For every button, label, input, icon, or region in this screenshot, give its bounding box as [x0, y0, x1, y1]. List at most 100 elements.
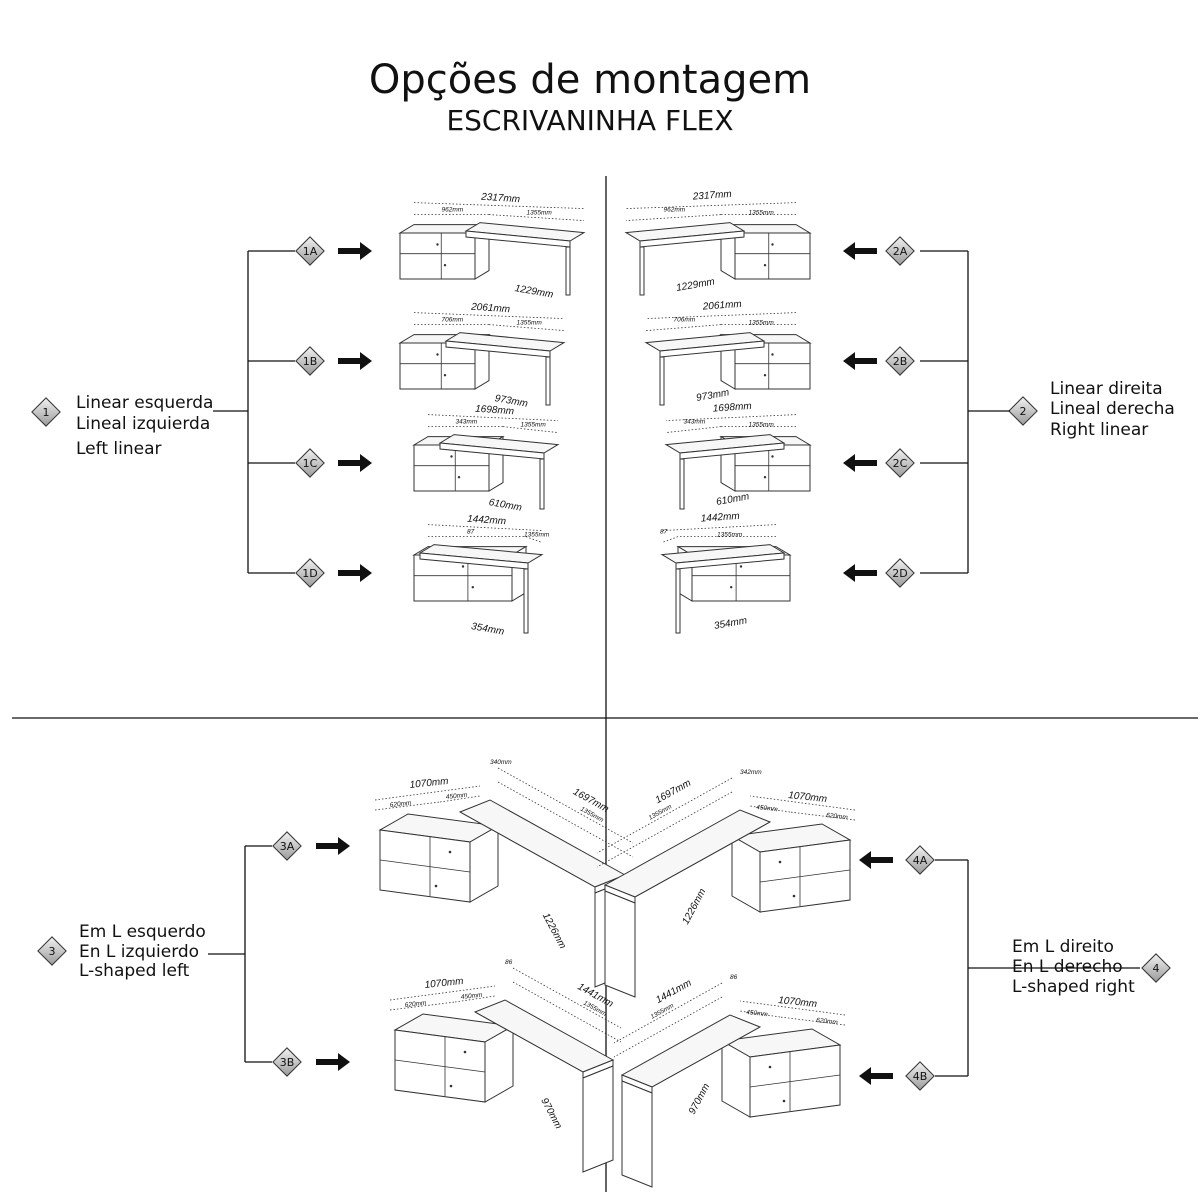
dim-leg-3A: 1226mm — [540, 911, 568, 951]
dim-cabinet-2B: 706mm — [674, 317, 696, 324]
desk-illustration-1A: 2317mm 962mm 1355mm 1229mm — [398, 192, 586, 301]
dim-450-4B: 450mm — [746, 1009, 769, 1018]
dim-620-3B: 620mm — [404, 1000, 427, 1009]
dim-cabinet-4B: 1070mm — [778, 995, 818, 1010]
option-4-badge: 4 — [1141, 953, 1171, 983]
variant-badge-2B: 2B — [885, 346, 915, 376]
dim-top-1A: 1355mm — [527, 210, 553, 217]
variant-group: 1A 2317mm 962mm 1355mm 1229mm 1B 2061mm 706mm 13… — [272, 189, 935, 1188]
dim-total-1C: 1698mm — [475, 404, 515, 418]
option-2-label-es: Lineal derecha — [1050, 399, 1175, 419]
dim-620-3A: 620mm — [389, 800, 412, 809]
dim-leg-2D: 354mm — [713, 615, 748, 632]
arrow-2D — [843, 564, 877, 582]
option-4: 4 Em L direito En L derecho L-shaped rig… — [935, 859, 1171, 1077]
option-2: 2 Linear direita Lineal derecha Right li… — [920, 250, 1175, 574]
variant-badge-4A: 4A — [905, 845, 935, 875]
dim-cabinet-2D: 87 — [660, 529, 668, 536]
dim-620-4A: 620mm — [826, 812, 849, 821]
dim-cabinet-2C: 343mm — [684, 419, 706, 426]
page-title: Opções de montagem — [369, 57, 811, 103]
dim-total-1D: 1442mm — [467, 514, 507, 528]
svg-text:4: 4 — [1153, 962, 1160, 975]
dim-total-2C: 1698mm — [712, 401, 752, 415]
option-3-label-es: En L izquierdo — [79, 942, 199, 962]
svg-text:3A: 3A — [280, 840, 295, 853]
svg-text:4B: 4B — [913, 1070, 928, 1083]
svg-text:1C: 1C — [303, 457, 318, 470]
dim-leg-2B: 973mm — [695, 387, 730, 404]
dim-extra-4B: 86 — [730, 974, 738, 981]
dim-top-4B: 1355mm — [650, 1002, 676, 1021]
option-4-label-pt: Em L direito — [1012, 937, 1114, 957]
option-1-label-en: Left linear — [76, 439, 161, 459]
variant-badge-1B: 1B — [295, 346, 325, 376]
dim-cabinet-1A: 962mm — [442, 207, 464, 214]
svg-text:1B: 1B — [303, 355, 318, 368]
arrow-4A — [859, 851, 893, 869]
dim-total-2A: 2317mm — [691, 189, 732, 203]
variant-badge-2A: 2A — [885, 236, 915, 266]
dim-620-4B: 620mm — [816, 1017, 839, 1026]
svg-text:3: 3 — [49, 945, 56, 958]
dim-leg-1D: 354mm — [470, 621, 505, 638]
svg-text:2C: 2C — [893, 457, 908, 470]
svg-text:2A: 2A — [893, 245, 908, 258]
dim-leg-1A: 1229mm — [514, 283, 554, 301]
option-1-label-pt: Linear esquerda — [76, 393, 213, 413]
arrow-1A — [338, 242, 372, 260]
arrow-3B — [316, 1053, 350, 1071]
dim-total-1A: 2317mm — [480, 192, 521, 206]
svg-text:2: 2 — [1020, 405, 1027, 418]
variant-badge-2D: 2D — [885, 558, 915, 588]
svg-text:3B: 3B — [280, 1056, 295, 1069]
arrow-4B — [859, 1067, 893, 1085]
variant-badge-1C: 1C — [295, 448, 325, 478]
svg-text:1A: 1A — [303, 245, 318, 258]
option-2-label-pt: Linear direita — [1050, 379, 1163, 399]
option-4-label-en: L-shaped right — [1012, 977, 1135, 997]
arrow-1B — [338, 352, 372, 370]
arrow-1D — [338, 564, 372, 582]
dim-cabinet-3A: 1070mm — [409, 776, 449, 791]
arrow-3A — [316, 837, 350, 855]
variant-badge-3A: 3A — [272, 831, 302, 861]
variant-badge-1A: 1A — [295, 236, 325, 266]
dim-total-2D: 1442mm — [700, 511, 740, 525]
dim-cabinet-1C: 343mm — [456, 419, 478, 426]
variant-badge-2C: 2C — [885, 448, 915, 478]
dim-leg-4A: 1226mm — [680, 887, 708, 927]
dim-extra-4A: 342mm — [740, 769, 762, 776]
desk-illustration-2A: 2317mm 962mm 1355mm 1229mm — [624, 189, 812, 296]
dim-total-2B: 2061mm — [701, 299, 742, 313]
dim-leg-2A: 1229mm — [675, 276, 715, 294]
dim-cabinet-3B: 1070mm — [424, 976, 464, 991]
page-subtitle: ESCRIVANINHA FLEX — [446, 104, 733, 137]
option-2-label-en: Right linear — [1050, 420, 1148, 440]
dim-cabinet-1B: 706mm — [442, 317, 464, 324]
dim-length-4A: 1697mm — [654, 778, 693, 806]
dim-leg-2C: 610mm — [715, 491, 750, 508]
dim-cabinet-2A: 962mm — [664, 207, 686, 214]
option-1-label-es: Lineal izquierda — [76, 414, 210, 434]
dim-top-2A: 1355mm — [749, 210, 775, 217]
dim-cabinet-4A: 1070mm — [788, 790, 828, 805]
option-3-badge: 3 — [37, 936, 67, 966]
svg-text:1D: 1D — [302, 567, 317, 580]
option-1-badge: 1 — [31, 397, 61, 427]
dim-cabinet-1D: 87 — [467, 529, 475, 536]
dim-top-1B: 1355mm — [517, 320, 543, 327]
dim-extra-3B: 86 — [505, 959, 513, 966]
option-1: 1 Linear esquerda Lineal izquierda Left … — [31, 250, 295, 574]
dim-450-3B: 450mm — [460, 992, 483, 1001]
dim-top-1D: 1355mm — [524, 532, 550, 539]
dim-top-1C: 1355mm — [521, 422, 547, 429]
